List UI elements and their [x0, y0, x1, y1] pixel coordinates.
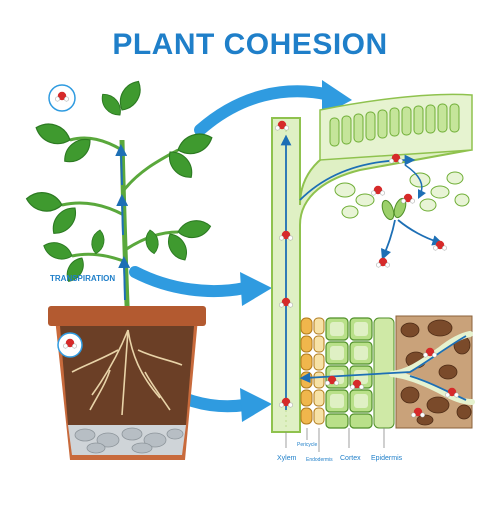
endodermis: [313, 317, 325, 425]
label-endodermis: Endodermis: [306, 457, 333, 463]
root-cross-section: [299, 315, 475, 429]
label-cortex: Cortex: [340, 455, 361, 462]
leaf-cross-section: [275, 93, 473, 268]
pericycle: [300, 317, 313, 425]
big-arrow-top: [194, 80, 352, 136]
label-transpiration: TRANSPIRATION: [50, 274, 116, 283]
water-molecule-icon: [57, 332, 83, 358]
soil: [60, 326, 194, 425]
stem-flow-arrow: [118, 256, 131, 301]
water-molecule-icon: [48, 84, 76, 112]
label-epidermis: Epidermis: [371, 455, 403, 462]
roots: [71, 329, 183, 416]
label-xylem: Xylem: [277, 455, 297, 462]
flower-pot: [48, 306, 206, 460]
page-title: PLANT COHESION: [112, 28, 388, 61]
big-arrow-middle: [129, 266, 272, 306]
label-pericycle: Pericycle: [297, 442, 318, 448]
